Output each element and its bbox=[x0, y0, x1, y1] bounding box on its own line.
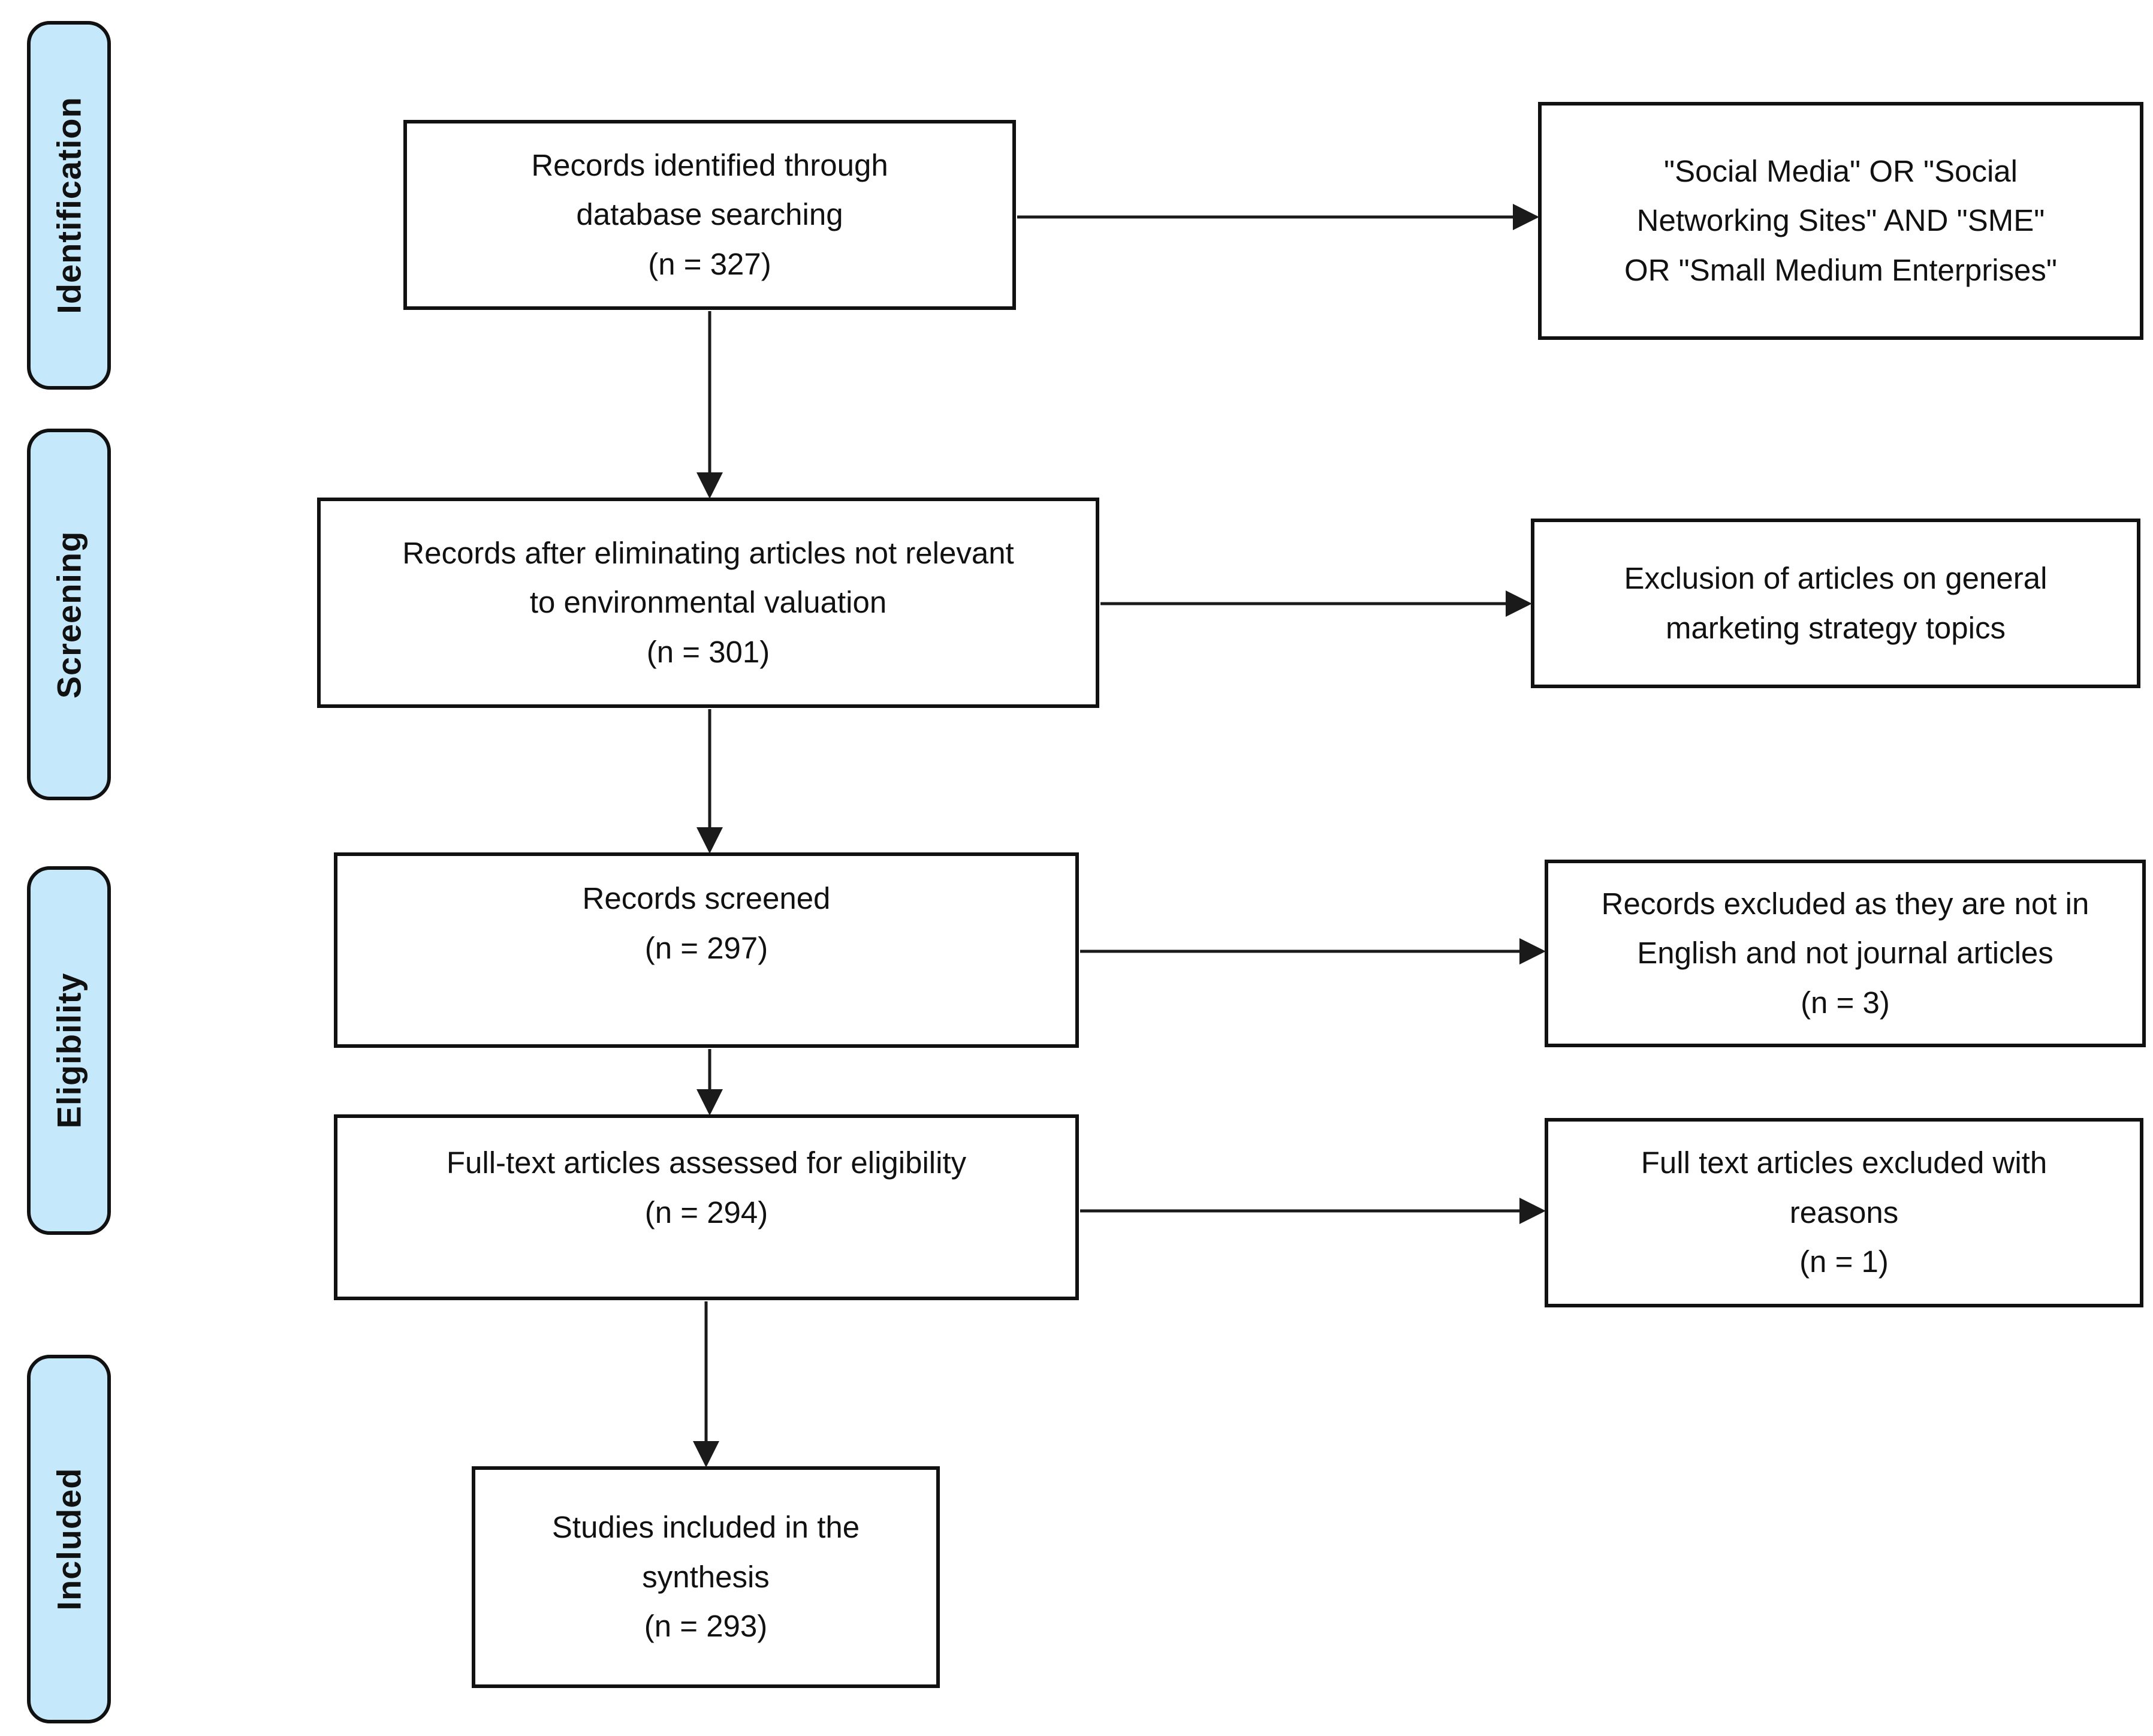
flow-box-line: (n = 327) bbox=[648, 246, 771, 281]
stage-pill-identification: Identification bbox=[27, 21, 111, 390]
stage-pill-eligibility: Eligibility bbox=[27, 866, 111, 1235]
flow-box-fulltext-assessed: Full-text articles assessed for eligibil… bbox=[334, 1114, 1079, 1300]
side-box-line: "Social Media" OR "Social bbox=[1663, 153, 2018, 188]
arrow-after-eliminating-to-exclusion bbox=[1100, 590, 1532, 617]
side-box-line: Records excluded as they are not in bbox=[1601, 886, 2089, 921]
arrow-screened-to-excluded-language bbox=[1080, 938, 1546, 965]
side-box-fulltext-excluded: Full text articles excluded with reasons… bbox=[1545, 1118, 2143, 1307]
side-box-records-excluded-language: Records excluded as they are not in Engl… bbox=[1545, 860, 2146, 1047]
flow-box-line: (n = 293) bbox=[644, 1609, 768, 1644]
arrow-screened-to-fulltext bbox=[696, 1049, 723, 1116]
side-box-search-terms: "Social Media" OR "Social Networking Sit… bbox=[1538, 102, 2143, 340]
flow-box-line: Full-text articles assessed for eligibil… bbox=[446, 1146, 967, 1180]
arrow-fulltext-to-fulltext-excluded bbox=[1080, 1198, 1546, 1224]
arrow-identified-to-search-terms bbox=[1017, 204, 1539, 230]
flow-box-records-identified: Records identified through database sear… bbox=[403, 120, 1016, 310]
side-box-line: Exclusion of articles on general bbox=[1624, 560, 2048, 595]
side-box-line: OR "Small Medium Enterprises" bbox=[1624, 252, 2058, 287]
stage-label-identification: Identification bbox=[50, 97, 88, 314]
arrow-identified-to-after-eliminating bbox=[696, 311, 723, 499]
stage-pill-included: Included bbox=[27, 1355, 111, 1723]
flow-box-records-after-eliminating: Records after eliminating articles not r… bbox=[317, 498, 1099, 708]
arrow-after-eliminating-to-screened bbox=[696, 709, 723, 854]
flow-box-studies-included: Studies included in the synthesis (n = 2… bbox=[472, 1466, 940, 1688]
flow-box-line: Studies included in the bbox=[551, 1510, 860, 1545]
stage-label-eligibility: Eligibility bbox=[50, 972, 88, 1129]
side-box-line: Full text articles excluded with bbox=[1641, 1146, 2048, 1180]
side-box-line: (n = 3) bbox=[1801, 985, 1890, 1020]
side-box-line: Networking Sites" AND "SME" bbox=[1636, 203, 2045, 238]
flow-box-line: to environmental valuation bbox=[529, 585, 887, 620]
flow-box-line: database searching bbox=[576, 197, 843, 232]
flow-box-records-screened: Records screened (n = 297) bbox=[334, 852, 1079, 1048]
flow-box-line: (n = 294) bbox=[644, 1195, 768, 1229]
stage-label-included: Included bbox=[50, 1467, 88, 1611]
flow-box-line: synthesis bbox=[642, 1559, 770, 1594]
flow-box-line: (n = 297) bbox=[644, 930, 768, 965]
flow-box-line: Records after eliminating articles not r… bbox=[402, 535, 1014, 570]
side-box-line: (n = 1) bbox=[1799, 1244, 1889, 1279]
arrow-fulltext-to-included bbox=[693, 1301, 719, 1467]
stage-pill-screening: Screening bbox=[27, 429, 111, 800]
stage-label-screening: Screening bbox=[50, 531, 88, 698]
flow-box-line: Records identified through bbox=[531, 147, 888, 182]
side-box-exclusion-general-marketing: Exclusion of articles on general marketi… bbox=[1531, 519, 2140, 688]
side-box-line: marketing strategy topics bbox=[1666, 610, 2006, 645]
flow-box-line: (n = 301) bbox=[646, 634, 770, 669]
side-box-line: reasons bbox=[1789, 1195, 1899, 1229]
flow-box-line: Records screened bbox=[582, 881, 831, 915]
side-box-line: English and not journal articles bbox=[1637, 936, 2054, 971]
